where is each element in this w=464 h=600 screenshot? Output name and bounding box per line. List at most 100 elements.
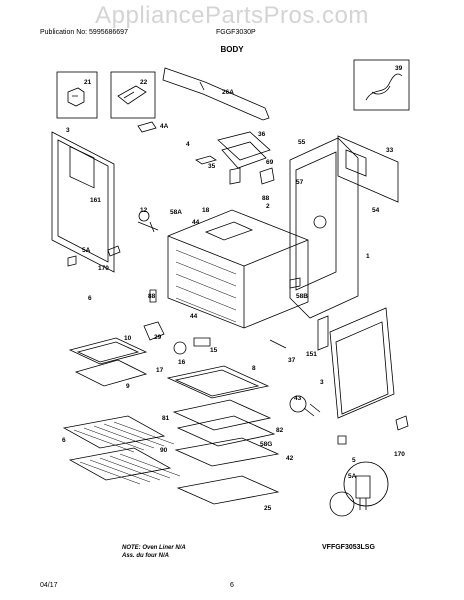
part-callout-33: 33 bbox=[386, 147, 394, 154]
door-right-3-shape bbox=[329, 307, 395, 419]
drawer-top-8-shape bbox=[166, 365, 270, 399]
drawer-42-shape bbox=[174, 437, 280, 467]
note: NOTE: Oven Liner N/A Ass. du four N/A bbox=[122, 544, 186, 560]
part-15-shape bbox=[193, 337, 211, 347]
part-callout-26A: 26A bbox=[222, 89, 234, 96]
bracket-22-shape bbox=[117, 85, 147, 105]
model-code: VFFGF3053LSG bbox=[322, 544, 375, 551]
part-callout-57: 57 bbox=[296, 179, 304, 186]
door-3-shape bbox=[51, 131, 115, 273]
part-callout-36: 36 bbox=[258, 131, 266, 138]
parts-5a-170-shape bbox=[67, 245, 121, 267]
parts-151-37-shape bbox=[269, 315, 329, 351]
part-callout-88: 88 bbox=[148, 293, 156, 300]
part-callout-6: 6 bbox=[62, 437, 66, 444]
part-callout-69: 69 bbox=[266, 159, 274, 166]
part-callout-161: 161 bbox=[90, 197, 101, 204]
part-callout-22: 22 bbox=[140, 79, 148, 86]
oven-cavity-shape bbox=[167, 209, 309, 329]
section-title: BODY bbox=[220, 45, 244, 54]
part-callout-55: 55 bbox=[298, 139, 306, 146]
part-callout-43: 43 bbox=[294, 395, 302, 402]
inset-circle-5a bbox=[329, 491, 355, 517]
part-callout-29: 29 bbox=[154, 334, 162, 341]
part-callout-151: 151 bbox=[306, 351, 317, 358]
part-callout-10: 10 bbox=[124, 335, 132, 342]
part-callout-16: 16 bbox=[178, 359, 186, 366]
part-callout-88: 88 bbox=[262, 195, 270, 202]
part-callout-3: 3 bbox=[320, 379, 324, 386]
screw-43-shaft bbox=[303, 403, 321, 417]
part-callout-58G: 58G bbox=[260, 441, 272, 448]
parts-88-58b-shape bbox=[149, 277, 301, 303]
part-callout-54: 54 bbox=[372, 207, 380, 214]
part-callout-58B: 58B bbox=[296, 293, 308, 300]
note-line-2: Ass. du four N/A bbox=[122, 553, 170, 559]
footer-page: 6 bbox=[230, 582, 234, 589]
model-number: FGGF3030P bbox=[216, 29, 256, 36]
part-callout-4A: 4A bbox=[160, 123, 169, 130]
part-callout-12: 12 bbox=[140, 207, 148, 214]
part-callout-15: 15 bbox=[210, 347, 218, 354]
footer-date: 04/17 bbox=[40, 582, 58, 589]
part-callout-9: 9 bbox=[126, 383, 130, 390]
rack-wires bbox=[73, 421, 181, 485]
part-callout-170: 170 bbox=[98, 265, 109, 272]
part-16-shape bbox=[173, 341, 187, 355]
inset-box-22 bbox=[110, 71, 156, 119]
part-callout-81: 81 bbox=[162, 415, 170, 422]
wire-harness-39-shape bbox=[365, 73, 403, 101]
part-callout-170: 170 bbox=[394, 451, 405, 458]
part-callout-3: 3 bbox=[66, 127, 70, 134]
rail-26a-shape bbox=[162, 67, 270, 121]
part-callout-2: 2 bbox=[266, 203, 270, 210]
watermark: AppliancePartsPros.com bbox=[95, 2, 369, 29]
part-callout-42: 42 bbox=[286, 455, 294, 462]
door-window-shape bbox=[69, 146, 95, 189]
part-callout-44: 44 bbox=[192, 219, 200, 226]
part-4-shape bbox=[195, 155, 217, 165]
leveling-leg-5-shape bbox=[355, 475, 371, 510]
part-callout-37: 37 bbox=[288, 357, 296, 364]
part-callout-4: 4 bbox=[186, 141, 190, 148]
drawer-parts-82-shape bbox=[172, 399, 276, 447]
side-panel-1-shape bbox=[289, 137, 359, 319]
vent-36-shape bbox=[217, 131, 271, 185]
drawer-bottom-25-shape bbox=[176, 475, 280, 505]
part-callout-8: 8 bbox=[252, 365, 256, 372]
part-callout-5: 5 bbox=[352, 457, 356, 464]
part-callout-25: 25 bbox=[264, 505, 272, 512]
oven-racks-6-shape bbox=[62, 415, 172, 481]
oven-rack-guides bbox=[175, 249, 237, 323]
part-callout-44: 44 bbox=[190, 313, 198, 320]
back-panel-33-shape bbox=[337, 135, 399, 203]
bracket-4a-shape bbox=[137, 121, 157, 133]
part-callout-18: 18 bbox=[202, 207, 210, 214]
ignitor-12-cap bbox=[138, 210, 150, 222]
inset-circle-5 bbox=[343, 461, 389, 507]
parts-170-5a-right-shape bbox=[337, 415, 409, 445]
part-callout-5A: 5A bbox=[348, 473, 357, 480]
part-callout-90: 90 bbox=[160, 447, 168, 454]
note-line-1: NOTE: Oven Liner N/A bbox=[122, 545, 186, 551]
part-callout-82: 82 bbox=[276, 427, 284, 434]
part-callout-21: 21 bbox=[84, 79, 92, 86]
part-callout-58A: 58A bbox=[170, 209, 182, 216]
part-callout-17: 17 bbox=[156, 367, 164, 374]
part-69-shape bbox=[259, 167, 275, 185]
inset-box-21 bbox=[56, 71, 98, 119]
part-callout-6: 6 bbox=[88, 295, 92, 302]
side-panel-hole bbox=[313, 215, 327, 229]
inset-box-39 bbox=[353, 59, 410, 111]
part-29-shape bbox=[143, 321, 165, 341]
screw-43-head bbox=[289, 395, 307, 413]
bracket-21-shape bbox=[67, 87, 85, 107]
part-callout-39: 39 bbox=[395, 65, 403, 72]
part-callout-1: 1 bbox=[366, 253, 370, 260]
broiler-insert-9-shape bbox=[74, 359, 148, 387]
ignitor-12-shape bbox=[137, 221, 159, 233]
part-callout-35: 35 bbox=[208, 163, 216, 170]
